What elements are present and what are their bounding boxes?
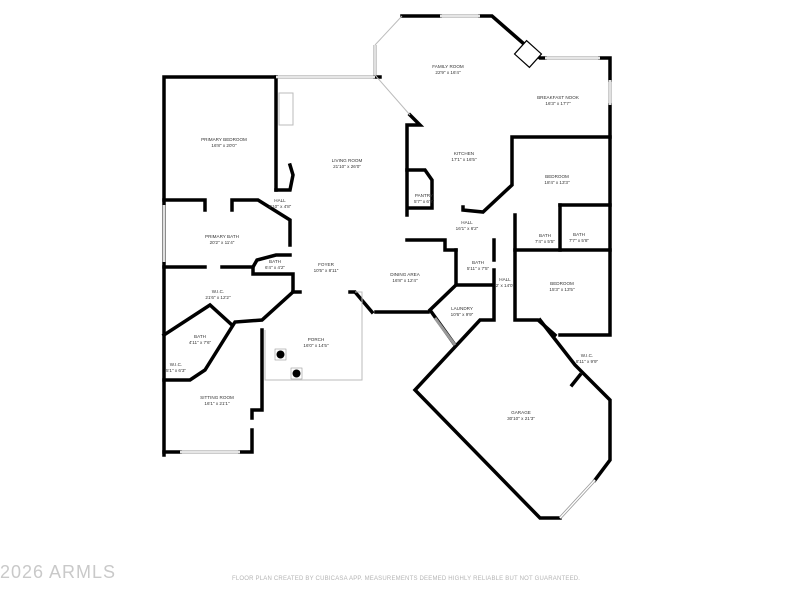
svg-text:16'3" x 17'7": 16'3" x 17'7": [545, 101, 571, 106]
svg-text:PORCH: PORCH: [308, 337, 325, 342]
svg-text:6'10" x 4'8": 6'10" x 4'8": [269, 204, 292, 209]
svg-text:GARAGE: GARAGE: [511, 410, 531, 415]
thin-lines: [264, 15, 411, 381]
svg-text:BATH: BATH: [573, 232, 585, 237]
svg-text:7'7" x 5'8": 7'7" x 5'8": [569, 238, 589, 243]
svg-text:W.I.C.: W.I.C.: [212, 289, 225, 294]
svg-text:PRIMARY BATH: PRIMARY BATH: [205, 234, 239, 239]
svg-text:BEDROOM: BEDROOM: [550, 281, 574, 286]
room-wic-3: W.I.C.8'11" x 9'9": [576, 353, 599, 364]
svg-text:21'6" x 12'2": 21'6" x 12'2": [205, 295, 231, 300]
svg-text:5'7" x 6'2": 5'7" x 6'2": [414, 199, 434, 204]
windows: [162, 14, 612, 520]
svg-text:PANTRY: PANTRY: [415, 193, 433, 198]
svg-text:HALL: HALL: [499, 277, 511, 282]
svg-text:W.I.C.: W.I.C.: [581, 353, 594, 358]
svg-text:SITTING ROOM: SITTING ROOM: [200, 395, 234, 400]
walls: [161, 14, 612, 520]
svg-text:6'4" x 4'2": 6'4" x 4'2": [265, 265, 285, 270]
svg-text:FAMILY ROOM: FAMILY ROOM: [432, 64, 464, 69]
svg-text:20'2" x 11'4": 20'2" x 11'4": [210, 240, 235, 245]
svg-text:16'1" x 21'1": 16'1" x 21'1": [204, 401, 230, 406]
svg-text:17'1" x 16'5": 17'1" x 16'5": [451, 157, 477, 162]
room-wic-1: W.I.C.21'6" x 12'2": [205, 289, 231, 300]
watermark: 2026 ARMLS: [0, 562, 117, 582]
svg-text:KITCHEN: KITCHEN: [454, 151, 474, 156]
svg-text:HALL: HALL: [274, 198, 286, 203]
fireplace-icon: [513, 39, 543, 69]
svg-text:PRIMARY BEDROOM: PRIMARY BEDROOM: [201, 137, 247, 142]
svg-text:21'10" x 26'0": 21'10" x 26'0": [333, 164, 361, 169]
svg-text:7'4" x 5'5": 7'4" x 5'5": [535, 239, 555, 244]
svg-text:BATH: BATH: [539, 233, 551, 238]
svg-text:W.I.C.: W.I.C.: [170, 362, 183, 367]
svg-text:16'8" x 12'4": 16'8" x 12'4": [392, 278, 418, 283]
svg-text:LAUNDRY: LAUNDRY: [451, 306, 473, 311]
svg-text:FOYER: FOYER: [318, 262, 335, 267]
svg-text:15'3" x 13'5": 15'3" x 13'5": [549, 287, 575, 292]
svg-text:BATH: BATH: [472, 260, 484, 265]
svg-text:BATH: BATH: [269, 259, 281, 264]
svg-text:BEDROOM: BEDROOM: [545, 174, 569, 179]
svg-text:16'1" x 6'2": 16'1" x 6'2": [456, 226, 479, 231]
svg-text:10'6" x 9'9": 10'6" x 9'9": [451, 312, 474, 317]
svg-text:16'0" x 14'5": 16'0" x 14'5": [303, 343, 329, 348]
room-wic-2: W.I.C.5'1" x 6'3": [166, 362, 186, 373]
svg-text:8'11" x 9'9": 8'11" x 9'9": [576, 359, 599, 364]
svg-text:10'5" x 8'11": 10'5" x 8'11": [314, 268, 339, 273]
svg-text:16'8" x 20'0": 16'8" x 20'0": [211, 143, 237, 148]
svg-text:5'11" x 7'5": 5'11" x 7'5": [467, 266, 490, 271]
svg-text:HALL: HALL: [461, 220, 473, 225]
floor-plan-caption: FLOOR PLAN CREATED BY CUBICASA APP. MEAS…: [232, 576, 581, 582]
svg-text:5'1" x 6'3": 5'1" x 6'3": [166, 368, 186, 373]
svg-text:22'9" x 16'4": 22'9" x 16'4": [435, 70, 461, 75]
svg-text:BATH: BATH: [194, 334, 206, 339]
svg-text:18'4" x 13'3": 18'4" x 13'3": [544, 180, 570, 185]
svg-text:4'11" x 7'6": 4'11" x 7'6": [189, 340, 212, 345]
column-icons: [274, 348, 303, 380]
svg-text:30'10" x 21'3": 30'10" x 21'3": [507, 416, 535, 421]
svg-text:LIVING ROOM: LIVING ROOM: [332, 158, 363, 163]
svg-text:DINING AREA: DINING AREA: [390, 272, 421, 277]
svg-text:2' x 14'0": 2' x 14'0": [496, 283, 515, 288]
svg-text:BREAKFAST NOOK: BREAKFAST NOOK: [537, 95, 580, 100]
